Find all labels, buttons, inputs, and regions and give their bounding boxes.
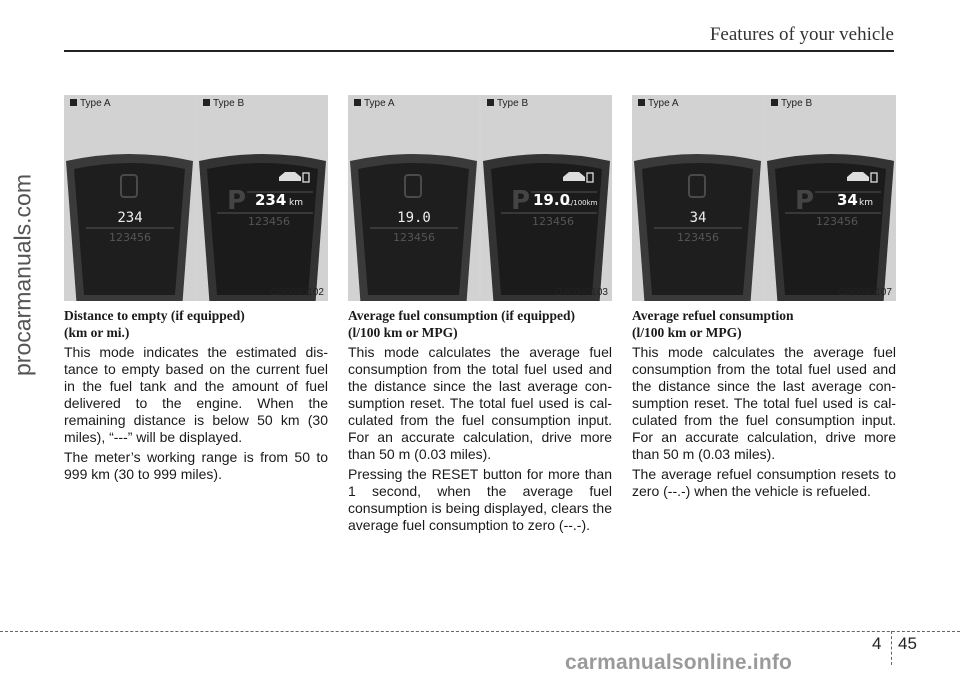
section-text: Distance to empty (if equipped)(km or mi…	[64, 307, 328, 483]
type-b-value: 234	[255, 191, 286, 209]
type-b-panel: P 19.0 L/100km 123456 Type B	[481, 95, 612, 301]
figure-code: OJC040103	[554, 287, 608, 298]
figure-code: OJC040102	[270, 287, 324, 298]
chapter-number: 4	[872, 634, 882, 653]
cluster-display-icon: P 234 km 123456	[197, 95, 328, 301]
type-b-label: Type B	[203, 98, 244, 109]
type-a-label: Type A	[70, 98, 111, 109]
type-a-label: Type A	[354, 98, 395, 109]
type-b-panel: P 34 km 123456 Type B	[765, 95, 896, 301]
footer-rule	[0, 631, 960, 632]
section-distance-to-empty: 234 123456 Type A P 234 km 123456 Type B…	[64, 95, 328, 483]
type-a-label: Type A	[638, 98, 679, 109]
type-a-panel: 34 123456 Type A	[632, 95, 763, 301]
body-paragraph: This mode indicates the estimated dis-ta…	[64, 344, 328, 445]
type-a-panel: 234 123456 Type A	[64, 95, 195, 301]
type-b-label: Type B	[487, 98, 528, 109]
section-heading: Distance to empty (if equipped)(km or mi…	[64, 308, 245, 340]
body-paragraph: The meter’s working range is from 50 to …	[64, 449, 328, 482]
instrument-figure: 34 123456 Type A P 34 km 123456 Type B O…	[632, 95, 896, 301]
cluster-display-icon: 234 123456	[64, 95, 195, 301]
body-paragraph: This mode calculates the average fuel co…	[632, 344, 896, 462]
type-b-odometer: 123456	[816, 215, 858, 228]
body-paragraph: Pressing the RESET button for more than …	[348, 466, 612, 533]
svg-text:P: P	[511, 186, 530, 216]
type-b-unit: km	[289, 198, 303, 208]
bottom-watermark: carmanualsonline.info	[565, 651, 793, 674]
section-text: Average refuel consumption(l/100 km or M…	[632, 307, 896, 500]
cluster-display-icon: 34 123456	[632, 95, 763, 301]
svg-text:P: P	[795, 186, 814, 216]
bullet-square-icon	[203, 99, 210, 106]
type-b-label: Type B	[771, 98, 812, 109]
type-a-odometer: 123456	[393, 231, 435, 244]
type-b-value: 19.0	[533, 191, 570, 209]
bullet-square-icon	[487, 99, 494, 106]
bullet-square-icon	[354, 99, 361, 106]
type-a-odometer: 123456	[109, 231, 151, 244]
section-heading: Average fuel consumption (if equipped)(l…	[348, 308, 576, 340]
section-average-fuel-consumption: 19.0 123456 Type A P 19.0 L/100km 123456…	[348, 95, 612, 534]
cluster-display-icon: P 19.0 L/100km 123456	[481, 95, 612, 301]
type-a-odometer: 123456	[677, 231, 719, 244]
section-average-refuel-consumption: 34 123456 Type A P 34 km 123456 Type B O…	[632, 95, 896, 500]
body-paragraph: This mode calculates the average fuel co…	[348, 344, 612, 462]
type-a-value: 19.0	[397, 210, 431, 226]
type-b-odometer: 123456	[248, 215, 290, 228]
footer-separator	[891, 631, 892, 665]
page-number: 45	[898, 634, 917, 653]
instrument-figure: 19.0 123456 Type A P 19.0 L/100km 123456…	[348, 95, 612, 301]
svg-text:P: P	[227, 186, 246, 216]
type-b-unit: km	[859, 198, 873, 208]
type-b-panel: P 234 km 123456 Type B	[197, 95, 328, 301]
cluster-display-icon: P 34 km 123456	[765, 95, 896, 301]
type-a-value: 34	[690, 210, 707, 226]
bullet-square-icon	[771, 99, 778, 106]
cluster-display-icon: 19.0 123456	[348, 95, 479, 301]
bullet-square-icon	[638, 99, 645, 106]
type-b-value: 34	[837, 191, 858, 209]
figure-code: OJC040107	[838, 287, 892, 298]
section-heading: Average refuel consumption(l/100 km or M…	[632, 308, 794, 340]
body-paragraph: The average refuel consumption resets to…	[632, 466, 896, 499]
page-header-title: Features of your vehicle	[709, 24, 894, 45]
header-rule	[64, 50, 894, 52]
type-a-panel: 19.0 123456 Type A	[348, 95, 479, 301]
side-watermark-text: procarmanuals.com	[9, 174, 36, 376]
type-b-odometer: 123456	[532, 215, 574, 228]
instrument-figure: 234 123456 Type A P 234 km 123456 Type B…	[64, 95, 328, 301]
section-text: Average fuel consumption (if equipped)(l…	[348, 307, 612, 534]
bullet-square-icon	[70, 99, 77, 106]
side-watermark: procarmanuals.com	[6, 145, 40, 405]
type-a-value: 234	[117, 210, 142, 226]
type-b-unit: L/100km	[567, 199, 598, 207]
